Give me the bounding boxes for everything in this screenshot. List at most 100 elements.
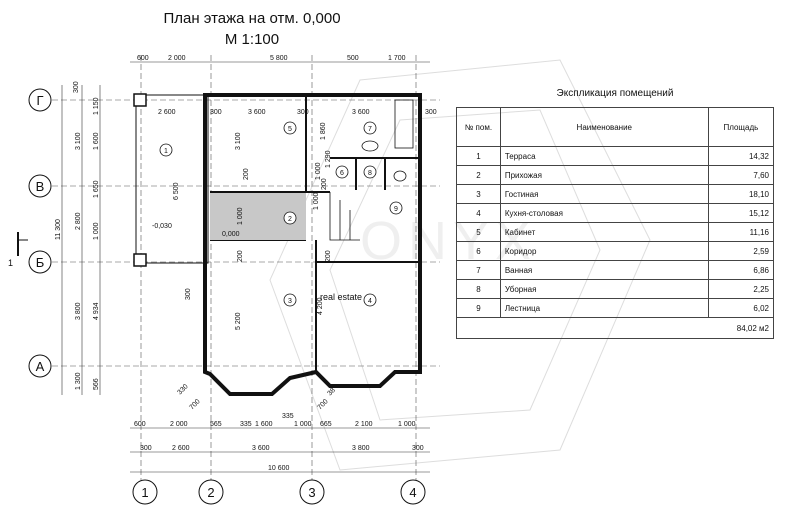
dim-bot2-3: 3 600 — [252, 445, 270, 452]
dim-bot2-5: 300 — [412, 445, 424, 452]
axis-row-g: Г — [36, 93, 43, 108]
room-4: 4 — [368, 298, 372, 305]
dim-bot1-1: 600 — [134, 421, 146, 428]
schedule-col-area: Площадь — [707, 107, 775, 147]
room-5: 5 — [288, 126, 292, 133]
dim-in-23: 700 — [316, 398, 329, 411]
dim-in-24: 38 — [326, 387, 337, 398]
dim-bot2-1: 300 — [140, 445, 152, 452]
axis-col-1: 1 — [141, 485, 148, 500]
axis-lines — [52, 55, 440, 480]
dim-in-17: 200 — [325, 250, 332, 262]
dim-bot1-9: 2 100 — [355, 421, 373, 428]
dim-in-4: 300 — [297, 109, 309, 116]
dim-in-2: 300 — [210, 109, 222, 116]
schedule-col-num: № пом. — [456, 107, 501, 147]
cell-area: 7,60 — [707, 165, 775, 185]
dim-left-inner-3: 1 600 — [93, 132, 100, 150]
cell-num: 9 — [456, 298, 501, 318]
row-axis-markers: Г В Б А — [28, 88, 52, 378]
dim-left-inner-7: 566 — [93, 378, 100, 390]
cell-area: 14,32 — [707, 146, 775, 166]
dim-in-10: 1 000 — [315, 162, 322, 180]
dim-in-7: 6 500 — [173, 182, 180, 200]
dim-in-6: 300 — [425, 109, 437, 116]
cell-area: 2,25 — [707, 279, 775, 299]
axis-row-b: Б — [36, 255, 45, 270]
watermark-sub: real estate — [320, 292, 362, 302]
dim-in-21: 330 — [176, 383, 189, 396]
dim-top-2: 2 000 — [168, 55, 186, 62]
dim-in-12: 1 000 — [237, 207, 244, 225]
dim-in-1: 2 600 — [158, 109, 176, 116]
bath-fixtures — [361, 99, 414, 182]
col-axis-markers: 1 2 3 4 — [132, 479, 426, 505]
dim-bot1-8: 665 — [320, 421, 332, 428]
cell-area: 2,59 — [707, 241, 775, 261]
cell-name: Кабинет — [499, 222, 709, 242]
schedule-title: Экспликация помещений — [556, 88, 674, 99]
dim-in-22: 700 — [188, 398, 201, 411]
cell-area: 15,12 — [707, 203, 775, 223]
cell-num: 7 — [456, 260, 501, 280]
dim-left-inner-4: 1 650 — [93, 180, 100, 198]
dim-in-5: 3 600 — [352, 109, 370, 116]
cell-name: Ванная — [499, 260, 709, 280]
axis-col-4: 4 — [409, 485, 416, 500]
dim-bot1-7: 1 000 — [294, 421, 312, 428]
dim-top-5: 1 700 — [388, 55, 406, 62]
plan-scale: М 1:100 — [224, 31, 280, 48]
schedule-total-row: 84,02 м2 — [456, 317, 774, 339]
dim-left-inner-5: 1 000 — [93, 222, 100, 240]
cell-name: Уборная — [499, 279, 709, 299]
dim-left-inner-1: 300 — [73, 81, 80, 93]
dim-in-15: 200 — [237, 250, 244, 262]
dim-top-3: 5 800 — [270, 55, 288, 62]
dim-in-20: 300 — [185, 288, 192, 300]
schedule-col-name: Наименование — [499, 107, 709, 147]
cell-name: Кухня-столовая — [499, 203, 709, 223]
axis-col-2: 2 — [207, 485, 214, 500]
dim-in-16: 200 — [321, 178, 328, 190]
cell-num: 3 — [456, 184, 501, 204]
cell-name: Терраса — [499, 146, 709, 166]
dim-left-inner-6: 4 934 — [93, 302, 100, 320]
dim-in-11: 1 290 — [325, 150, 332, 168]
dim-left-inner-2: 1 150 — [93, 97, 100, 115]
dim-bot1-6: 335 — [282, 413, 294, 420]
dim-in-19: 4 200 — [317, 297, 324, 315]
cell-area: 11,16 — [707, 222, 775, 242]
dim-in-14: 1 000 — [313, 192, 320, 210]
staircase — [329, 192, 360, 241]
cell-num: 6 — [456, 241, 501, 261]
dim-bot1-10: 1 000 — [398, 421, 416, 428]
dim-in-13: 200 — [243, 168, 250, 180]
level-hall: 0,000 — [222, 231, 240, 238]
cell-name: Прихожая — [499, 165, 709, 185]
dim-in-18: 5 200 — [235, 312, 242, 330]
cell-area: 18,10 — [707, 184, 775, 204]
dim-bot2-2: 2 600 — [172, 445, 190, 452]
cell-name: Гостиная — [499, 184, 709, 204]
room-1: 1 — [164, 148, 168, 155]
cell-area: 6,02 — [707, 298, 775, 318]
axis-row-a: А — [36, 359, 45, 374]
dim-bot1-5: 1 600 — [255, 421, 273, 428]
cell-area: 6,86 — [707, 260, 775, 280]
section-mark-label: 1 — [8, 258, 13, 268]
cell-num: 4 — [456, 203, 501, 223]
room-3: 3 — [288, 298, 292, 305]
schedule-header-row: № пом. Наименование Площадь — [456, 107, 775, 147]
cell-name: Коридор — [499, 241, 709, 261]
room-2: 2 — [288, 216, 292, 223]
room-7: 7 — [368, 126, 372, 133]
